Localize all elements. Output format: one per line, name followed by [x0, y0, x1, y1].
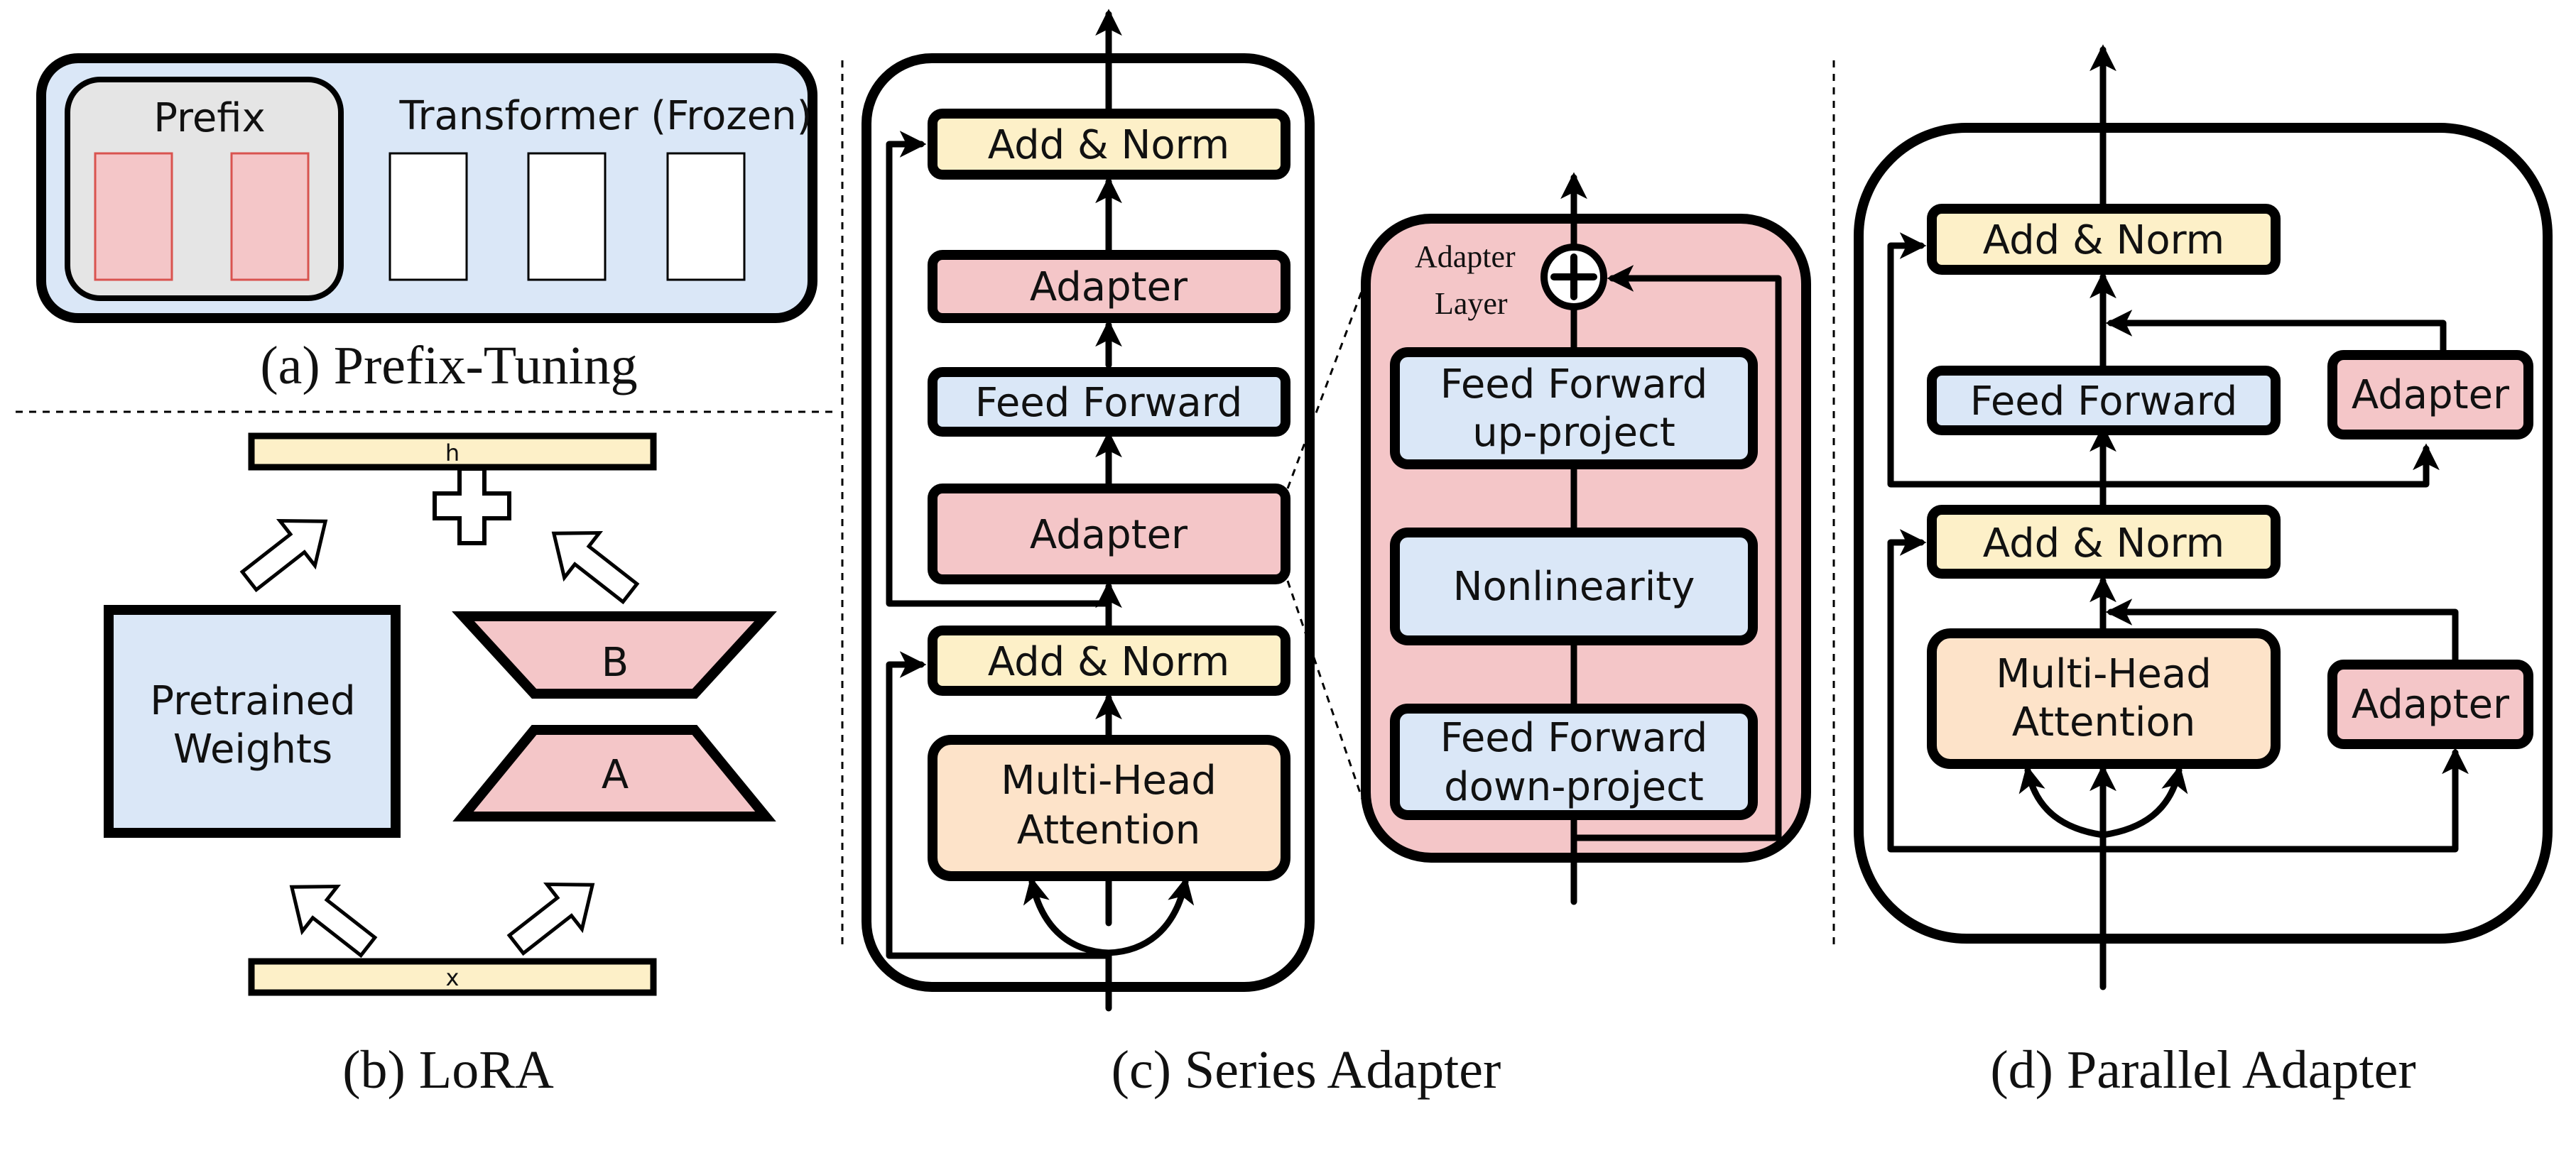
parallel-add-norm-mid-label: Add & Norm — [1983, 520, 2224, 567]
up-project-label: Feed Forward — [1440, 361, 1708, 408]
parallel-adapter-output-bottom — [2105, 599, 2459, 668]
lora-b-matrix — [452, 611, 777, 699]
parallel-adapter-bottom — [2327, 660, 2533, 749]
transformer-token-block — [388, 152, 468, 281]
parallel-add-norm-mid — [1927, 505, 2281, 579]
transformer-frozen-label: Transformer (Frozen) — [398, 93, 812, 139]
h-output-bar — [248, 432, 657, 471]
x-label: x — [446, 964, 460, 991]
parallel-multi-head-attention — [1927, 628, 2281, 769]
prefix-token-block — [94, 152, 173, 281]
parallel-feed-forward — [1927, 366, 2281, 435]
parallel-adapter-top — [2327, 350, 2533, 439]
residual-connection-top — [886, 131, 1112, 607]
parallel-adapter-input-bottom — [2099, 747, 2469, 853]
adapter-layer-panel: Adapter Layer Feed Forward up-project No… — [1361, 172, 1811, 905]
transformer-token-block — [666, 152, 746, 281]
nonlinearity-label: Nonlinearity — [1453, 564, 1695, 610]
series-adapter-bottom-label: Adapter — [1030, 512, 1188, 558]
feed-forward-up-project — [1390, 347, 1758, 469]
parallel-adapter-input-top — [2099, 443, 2440, 488]
prefix-label: Prefix — [153, 95, 265, 141]
x-input-bar — [248, 958, 657, 996]
hollow-arrow-up-right-icon — [239, 518, 328, 593]
parallel-adapter-output-top — [2105, 310, 2447, 359]
zoom-line — [1286, 280, 1367, 489]
pretrained-weights-label: Pretrained — [150, 678, 355, 724]
series-adapter-panel: Add & Norm Adapter Feed Forward Adapter … — [862, 9, 1501, 1100]
parallel-add-norm-top — [1927, 204, 2281, 275]
adapter-skip-connection — [1570, 265, 1782, 841]
transformer-token-block — [527, 152, 607, 281]
prefix-token-block — [230, 152, 310, 281]
lora-panel: h Pretrained Weights B A x (b) LoRA — [104, 432, 777, 1100]
attention-key-arrow — [2018, 765, 2107, 839]
plus-icon — [1550, 253, 1597, 300]
hollow-arrow-up-left-icon — [551, 530, 640, 605]
attention-key-arrow — [1023, 876, 1112, 956]
residual-connection-top — [1887, 232, 2107, 488]
parallel-add-norm-top-label: Add & Norm — [1983, 217, 2224, 263]
adapter-layer-title: Adapter — [1415, 239, 1516, 274]
lora-a-label: A — [602, 752, 629, 798]
series-feed-forward — [928, 367, 1290, 437]
lora-b-label: B — [602, 640, 629, 686]
prefix-tuning-caption: (a) Prefix-Tuning — [260, 336, 637, 395]
prefix-tuning-panel: Prefix Transformer (Frozen) (a) Prefix-T… — [36, 53, 817, 395]
pretrained-weights-box — [104, 605, 401, 838]
lora-a-matrix — [452, 725, 776, 821]
series-adapter-top — [928, 250, 1290, 323]
attention-value-arrow — [2099, 765, 2188, 839]
down-project-label: Feed Forward — [1440, 715, 1708, 761]
parallel-adapter-caption: (d) Parallel Adapter — [1990, 1040, 2415, 1100]
plus-icon — [433, 466, 511, 545]
series-mha-label-line2: Attention — [1017, 807, 1200, 853]
hollow-arrow-up-right-icon — [506, 882, 595, 956]
series-add-norm-bottom — [928, 626, 1290, 696]
parallel-mha-label: Multi-Head — [1996, 651, 2212, 697]
parallel-mha-label-line2: Attention — [2012, 699, 2195, 746]
series-add-norm-bottom-label: Add & Norm — [988, 639, 1229, 685]
residual-connection-bottom — [1887, 529, 2107, 853]
up-project-label-line2: up-project — [1472, 410, 1675, 456]
series-multi-head-attention — [928, 735, 1290, 881]
h-label: h — [445, 439, 460, 466]
parallel-feed-forward-label: Feed Forward — [1970, 378, 2238, 425]
attention-value-arrow — [1105, 876, 1195, 956]
residual-connection-bottom — [886, 651, 1112, 959]
nonlinearity-box — [1390, 528, 1758, 645]
pretrained-weights-label-line2: Weights — [173, 726, 332, 772]
series-add-norm-top — [928, 109, 1290, 180]
adapter-layer-title-line2: Layer — [1435, 286, 1508, 321]
series-adapter-bottom — [928, 484, 1290, 584]
hollow-arrow-up-left-icon — [289, 884, 378, 959]
series-feed-forward-label: Feed Forward — [975, 380, 1243, 426]
parallel-adapter-top-label: Adapter — [2352, 372, 2510, 418]
feed-forward-down-project — [1390, 704, 1758, 820]
series-add-norm-top-label: Add & Norm — [988, 122, 1229, 168]
parallel-adapter-panel: Add & Norm Feed Forward Adapter Add & No… — [1854, 44, 2553, 1100]
down-project-label-line2: down-project — [1444, 764, 1704, 810]
series-adapter-caption: (c) Series Adapter — [1112, 1040, 1501, 1100]
series-adapter-top-label: Adapter — [1030, 264, 1188, 310]
parallel-adapter-bottom-label: Adapter — [2352, 682, 2510, 728]
series-mha-label: Multi-Head — [1001, 758, 1217, 804]
lora-caption: (b) LoRA — [342, 1040, 554, 1100]
